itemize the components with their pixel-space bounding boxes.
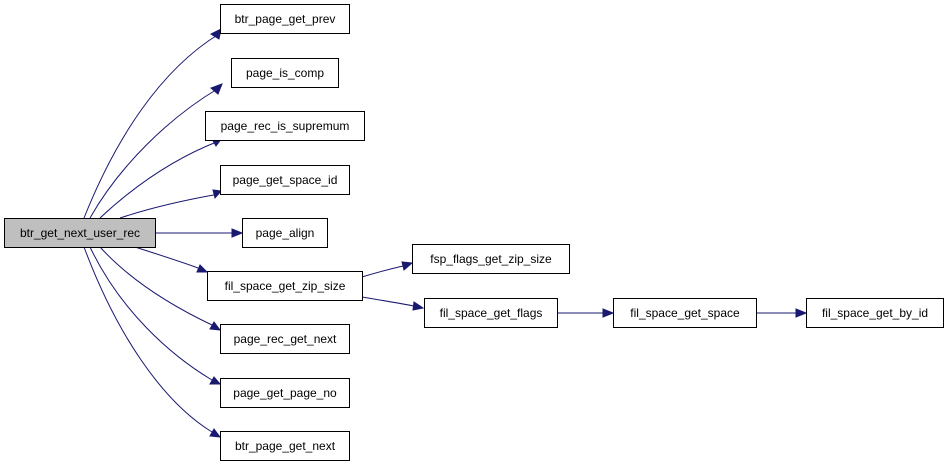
node-fsp_flags_get_zip_size[interactable]: fsp_flags_get_zip_size (412, 244, 570, 274)
node-label: page_is_comp (246, 66, 324, 80)
edge-btr_get_next_user_rec-page_is_comp (89, 83, 223, 219)
node-fil_space_get_flags[interactable]: fil_space_get_flags (424, 298, 558, 328)
node-label: fil_space_get_space (630, 306, 740, 320)
node-label: page_align (256, 226, 315, 240)
node-page_is_comp[interactable]: page_is_comp (231, 58, 339, 88)
node-label: page_rec_is_supremum (221, 119, 350, 133)
node-btr_page_get_prev[interactable]: btr_page_get_prev (220, 4, 350, 34)
edge-fil_space_get_flags-fil_space_get_space (557, 308, 615, 318)
edge-btr_get_next_user_rec-btr_page_get_next (83, 246, 222, 438)
node-label: fil_space_get_flags (440, 306, 543, 320)
node-fil_space_get_by_id[interactable]: fil_space_get_by_id (806, 298, 944, 328)
edge-btr_get_next_user_rec-page_align (156, 228, 244, 238)
node-label: page_get_space_id (233, 173, 338, 187)
node-page_rec_is_supremum[interactable]: page_rec_is_supremum (205, 111, 365, 141)
edge-btr_get_next_user_rec-page_get_space_id (119, 189, 222, 219)
node-label: fil_space_get_by_id (822, 306, 928, 320)
node-page_get_page_no[interactable]: page_get_page_no (220, 378, 350, 408)
node-label: page_get_page_no (233, 386, 337, 400)
node-page_align[interactable]: page_align (242, 218, 328, 248)
edge-fil_space_get_zip_size-fsp_flags_get_zip_size (361, 261, 414, 278)
node-label: page_rec_get_next (234, 332, 337, 346)
edge-btr_get_next_user_rec-page_rec_get_next (99, 246, 222, 331)
node-btr_get_next_user_rec[interactable]: btr_get_next_user_rec (4, 218, 156, 248)
node-label: fsp_flags_get_zip_size (430, 252, 552, 266)
node-page_rec_get_next[interactable]: page_rec_get_next (220, 324, 350, 354)
node-fil_space_get_space[interactable]: fil_space_get_space (613, 298, 757, 328)
node-page_get_space_id[interactable]: page_get_space_id (220, 165, 350, 195)
edge-btr_get_next_user_rec-fil_space_get_zip_size (134, 246, 209, 273)
node-fil_space_get_zip_size[interactable]: fil_space_get_zip_size (207, 271, 363, 301)
edge-btr_get_next_user_rec-page_get_page_no (89, 246, 222, 385)
edge-fil_space_get_zip_size-fil_space_get_flags (361, 296, 425, 311)
edge-btr_get_next_user_rec-btr_page_get_prev (83, 28, 222, 219)
edge-fil_space_get_space-fil_space_get_by_id (757, 308, 808, 318)
node-btr_page_get_next[interactable]: btr_page_get_next (220, 431, 350, 461)
node-label: btr_page_get_next (235, 439, 336, 453)
node-label: btr_get_next_user_rec (20, 226, 140, 240)
node-label: fil_space_get_zip_size (225, 279, 346, 293)
node-label: btr_page_get_prev (235, 12, 336, 26)
